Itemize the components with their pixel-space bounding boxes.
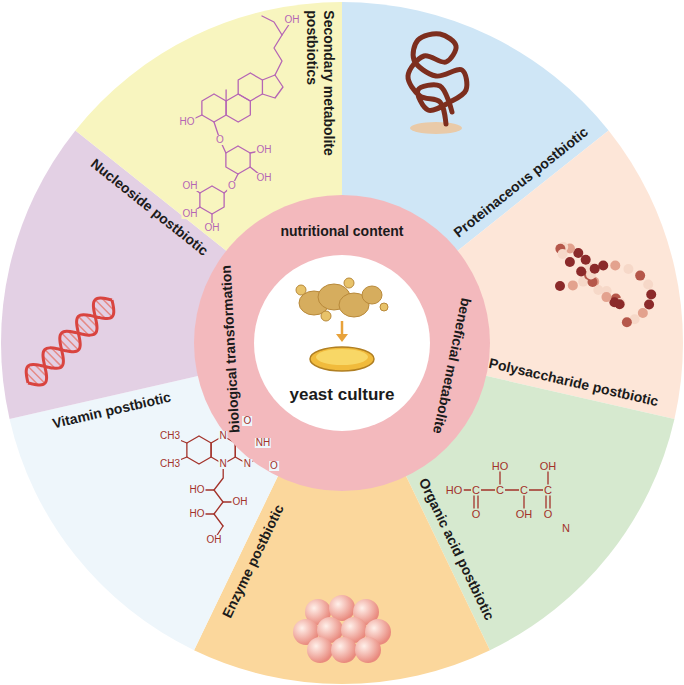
dna-rung — [62, 333, 79, 350]
dna-rung — [95, 300, 112, 317]
atom-label: HO — [189, 509, 206, 519]
arrow-line — [341, 321, 344, 335]
dna-strand — [26, 298, 112, 383]
sugar-bead — [581, 255, 591, 265]
atom-label: O — [227, 181, 237, 191]
inner-ring: yeast culturenutritional contentbenefici… — [194, 195, 490, 491]
bond-line — [224, 174, 238, 193]
atom-label: OH — [256, 173, 273, 183]
center-circle: yeast culture — [254, 255, 430, 431]
sugar-bead — [610, 261, 620, 271]
atom-label: C — [471, 485, 481, 496]
sugar-bead — [555, 281, 565, 291]
atom-label: HO — [491, 461, 510, 472]
ring-label: nutritional content — [281, 223, 404, 239]
atom-label: O — [215, 135, 225, 145]
protein-shadow — [410, 122, 462, 134]
dna-rung — [28, 366, 45, 383]
atom-label: OH — [206, 535, 223, 545]
atom-label: O — [471, 509, 482, 520]
yeast-bud — [344, 278, 354, 288]
enzyme-sphere — [307, 637, 333, 663]
atom-label: N — [219, 431, 228, 441]
sugar-bead — [646, 289, 656, 299]
bond-line — [225, 90, 226, 101]
atom-label: HO — [179, 117, 196, 127]
enzyme-sphere — [355, 637, 381, 663]
atom-label: OH — [182, 209, 199, 219]
atom-label: OH — [256, 145, 273, 155]
sugar-bead — [590, 264, 600, 274]
yeast-bud — [321, 311, 331, 321]
bond-line — [262, 75, 283, 98]
bond-line — [238, 73, 262, 101]
sector-title: Secondary metabolite postbiotics — [303, 10, 337, 175]
sugar-bead — [622, 317, 632, 327]
atom-label: O — [269, 461, 279, 471]
sugar-bead — [598, 261, 608, 271]
atom-label: OH — [204, 223, 221, 233]
center-shape — [254, 255, 430, 431]
protein-chain — [408, 34, 467, 124]
bond-line — [187, 436, 211, 464]
atom-label: N — [561, 523, 571, 534]
bond-line — [214, 122, 226, 153]
bond-line — [202, 94, 226, 122]
enzyme-sphere — [329, 595, 355, 621]
center-title: yeast culture — [290, 385, 395, 405]
atom-label: OH — [515, 509, 534, 520]
atom-label: NH — [255, 438, 271, 448]
atom-label: OH — [232, 497, 249, 507]
dna-rung — [78, 316, 95, 333]
sugar-bead — [593, 285, 603, 295]
bond-line — [200, 186, 224, 214]
center-disk — [254, 255, 430, 431]
atom-label: OH — [539, 461, 558, 472]
atom-label: N — [243, 459, 252, 469]
atom-label: HO — [189, 485, 206, 495]
yeast-bud — [296, 285, 306, 295]
yeast-bud — [380, 303, 388, 311]
ring-disk — [194, 195, 490, 491]
sugar-bead — [644, 299, 654, 309]
bond-line — [226, 146, 250, 174]
atom-label: O — [243, 416, 253, 426]
atom-label: OH — [182, 181, 199, 191]
atom-label: C — [495, 485, 505, 496]
atom-label: HO — [445, 485, 464, 496]
yeast-cell — [362, 286, 382, 304]
atom-label: N — [219, 459, 228, 469]
sugar-bead — [601, 292, 611, 302]
arrow-head — [336, 334, 348, 342]
sugar-bead — [576, 267, 586, 277]
atom-label: O — [543, 509, 554, 520]
enzyme-sphere — [331, 637, 357, 663]
culture-medium — [316, 349, 368, 365]
atom-label: C — [519, 485, 529, 496]
atom-label: CH3 — [159, 459, 181, 469]
atom-label: OH — [284, 15, 301, 25]
sugar-bead — [638, 308, 648, 318]
sugar-bead — [558, 249, 568, 259]
sugar-bead — [643, 279, 653, 289]
sugar-bead — [623, 264, 633, 274]
bond-line — [214, 464, 223, 526]
sector-label: Secondary metabolite postbiotics — [303, 10, 337, 175]
dna-rung — [45, 350, 62, 367]
bond-line — [262, 16, 282, 75]
sugar-bead — [568, 280, 578, 290]
sugar-bead — [635, 271, 645, 281]
dna-strand — [28, 300, 114, 385]
petri-dish — [310, 347, 374, 371]
atom-label: CH3 — [159, 431, 181, 441]
sugar-bead — [565, 257, 575, 267]
atom-label: C — [543, 485, 553, 496]
